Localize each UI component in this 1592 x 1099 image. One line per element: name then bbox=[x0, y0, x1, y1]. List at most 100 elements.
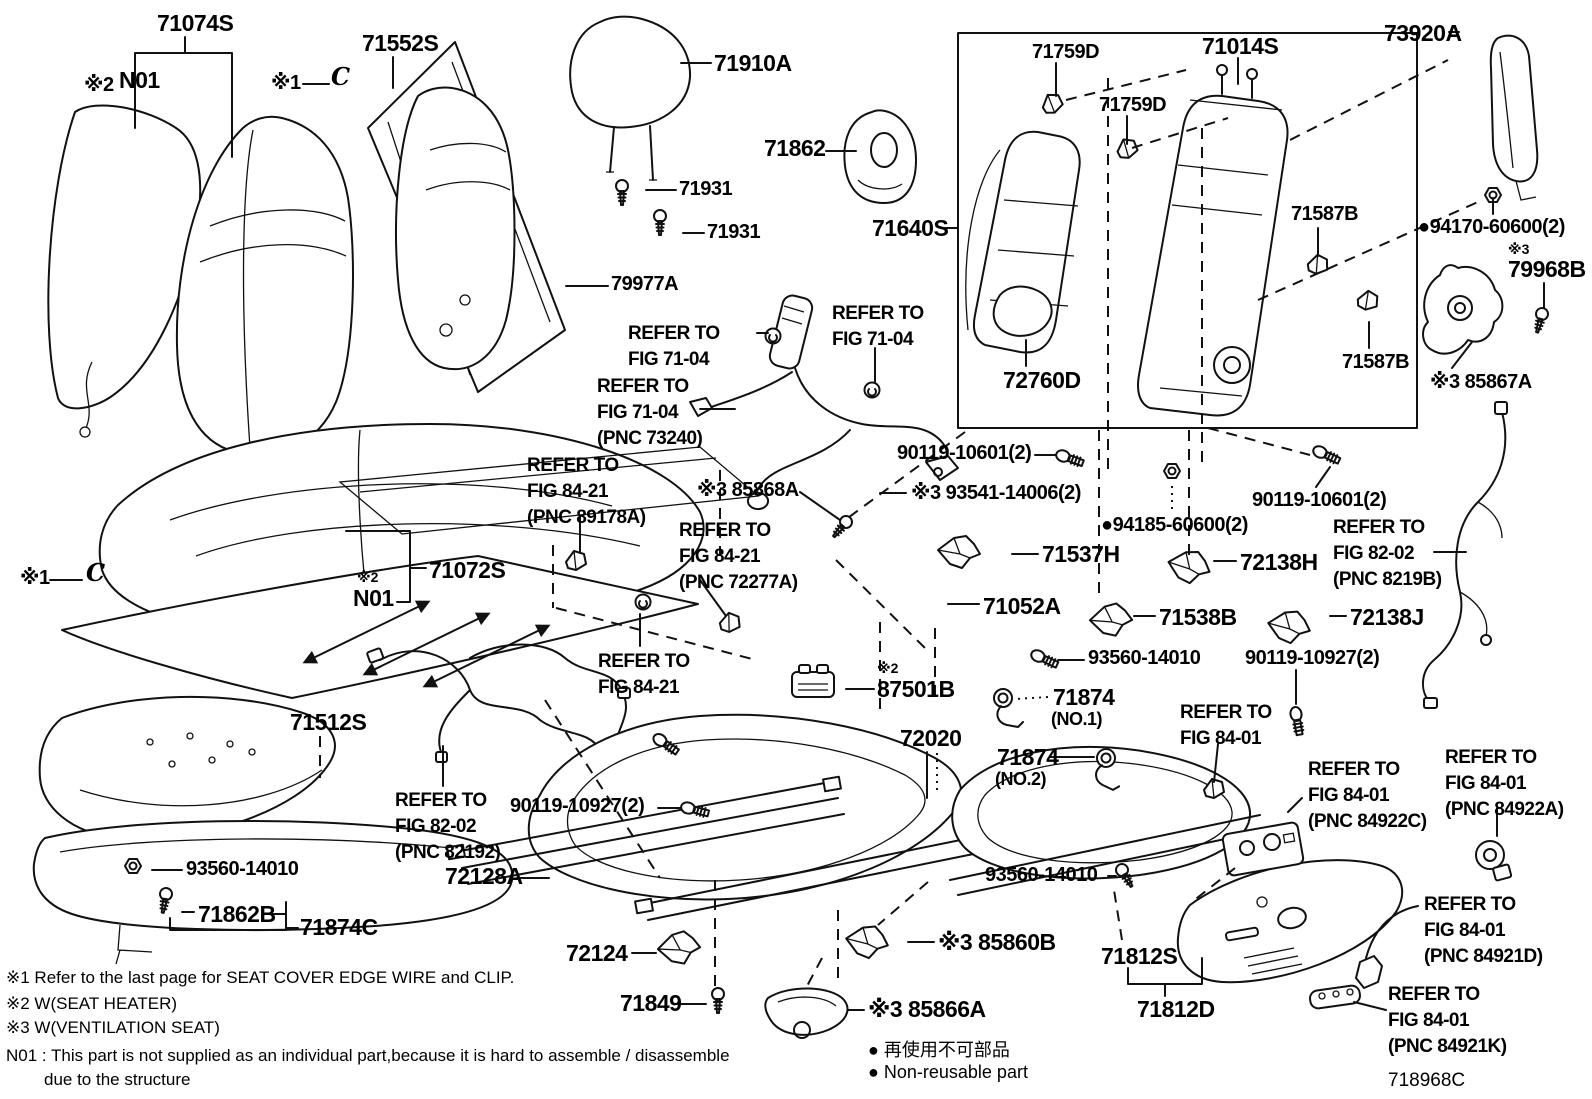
part-label-71072S: 71072S bbox=[429, 557, 506, 583]
part-label-72760D: 72760D bbox=[1003, 367, 1081, 393]
construction-lines bbox=[319, 59, 1479, 990]
heater-pad-art bbox=[61, 555, 722, 796]
part-label-REFERTOFIG8202PNC82192: REFER TO FIG 82-02 (PNC 82192) bbox=[395, 790, 501, 864]
part-label-94185606002: ●94185-60600(2) bbox=[1101, 514, 1248, 536]
part-label-71759D: 71759D bbox=[1032, 41, 1100, 63]
seat-back-cover-art bbox=[47, 104, 354, 540]
part-label-71812S: 71812S bbox=[1101, 943, 1178, 969]
part-label-NO2: (NO.2) bbox=[995, 769, 1047, 789]
part-label-71587B: 71587B bbox=[1342, 351, 1410, 373]
part-label-REFERTOFIG7104: REFER TO FIG 71-04 bbox=[832, 303, 924, 351]
part-label-C: C bbox=[331, 62, 350, 91]
part-label-9356014010: 93560-14010 bbox=[1088, 647, 1201, 669]
side-garnish-art bbox=[1489, 34, 1539, 201]
diagram-code: 718968C bbox=[1388, 1070, 1466, 1091]
part-label-90119109272: 90119-10927(2) bbox=[1245, 647, 1380, 669]
footnote-n01: N01 : This part is not supplied as an in… bbox=[6, 1046, 730, 1065]
part-label-79968B: 79968B bbox=[1508, 256, 1586, 282]
part-label-N01: N01 bbox=[353, 585, 394, 611]
part-label-385868A: ※3 85868A bbox=[697, 479, 799, 501]
part-label-385866A: ※3 85866A bbox=[868, 996, 986, 1022]
part-label-72020: 72020 bbox=[900, 725, 962, 751]
part-label-2: ※2 bbox=[877, 660, 899, 676]
part-label-385860B: ※3 85860B bbox=[938, 929, 1056, 955]
part-label-REFERTOFIG8421PNC72277A: REFER TO FIG 84-21 (PNC 72277A) bbox=[679, 520, 798, 594]
part-label-REFERTOFIG8401: REFER TO FIG 84-01 bbox=[1180, 702, 1272, 750]
part-label-71862B: 71862B bbox=[198, 901, 276, 927]
footnote-2: ※2 W(SEAT HEATER) bbox=[6, 994, 178, 1013]
part-label-71812D: 71812D bbox=[1137, 996, 1215, 1022]
part-label-71910A: 71910A bbox=[714, 50, 792, 76]
part-label-393541140062: ※3 93541-14006(2) bbox=[911, 482, 1081, 504]
part-label-90119106012: 90119-10601(2) bbox=[897, 442, 1032, 464]
part-label-REFERTOFIG8401PNC84922A: REFER TO FIG 84-01 (PNC 84922A) bbox=[1445, 747, 1564, 821]
ventilation-unit-art bbox=[1422, 264, 1504, 355]
part-label-71931: 71931 bbox=[707, 221, 761, 243]
part-label-71552S: 71552S bbox=[362, 30, 439, 56]
footnote-3: ※3 W(VENTILATION SEAT) bbox=[6, 1018, 220, 1037]
footnote-1: ※1 Refer to the last page for SEAT COVER… bbox=[6, 968, 515, 987]
mount-brackets-art bbox=[654, 535, 1313, 1039]
buckle-assy-art bbox=[689, 294, 959, 510]
part-label-REFERTOFIG7104: REFER TO FIG 71-04 bbox=[628, 323, 720, 371]
part-label-NO1: (NO.1) bbox=[1051, 709, 1103, 729]
part-label-2: ※2 bbox=[357, 569, 379, 585]
legend-non-reusable-en: ● Non-reusable part bbox=[868, 1062, 1028, 1082]
part-label-71052A: 71052A bbox=[983, 593, 1061, 619]
part-label-REFERTOFIG8401PNC84921D: REFER TO FIG 84-01 (PNC 84921D) bbox=[1424, 894, 1543, 968]
front-shield-art bbox=[32, 820, 514, 965]
right-harness-art bbox=[1422, 401, 1508, 709]
part-label-REFERTOFIG7104PNC73240: REFER TO FIG 71-04 (PNC 73240) bbox=[597, 376, 703, 450]
leader-lines bbox=[49, 31, 1545, 1011]
part-label-72128A: 72128A bbox=[445, 863, 523, 889]
part-label-385867A: ※3 85867A bbox=[1430, 371, 1532, 393]
part-label-C: C bbox=[86, 558, 105, 587]
part-label-71874: 71874 bbox=[997, 744, 1059, 770]
part-label-71759D: 71759D bbox=[1099, 94, 1167, 116]
part-label-87501B: 87501B bbox=[877, 676, 955, 702]
part-label-71862: 71862 bbox=[764, 135, 826, 161]
part-label-71074S: 71074S bbox=[157, 10, 234, 36]
cushion-pad-art bbox=[38, 695, 336, 840]
part-label-90119106012: 90119-10601(2) bbox=[1252, 489, 1387, 511]
part-label-73920A: 73920A bbox=[1384, 20, 1462, 46]
recliner-cover-art bbox=[843, 109, 917, 204]
part-label-72138H: 72138H bbox=[1240, 549, 1318, 575]
part-label-72124: 72124 bbox=[566, 940, 628, 966]
part-label-71537H: 71537H bbox=[1042, 541, 1120, 567]
part-label-9356014010: 93560-14010 bbox=[186, 858, 299, 880]
part-label-71512S: 71512S bbox=[290, 709, 367, 735]
part-label-71014S: 71014S bbox=[1202, 33, 1279, 59]
part-label-3: ※3 bbox=[1508, 241, 1530, 257]
part-label-79977A: 79977A bbox=[611, 273, 679, 295]
part-label-71538B: 71538B bbox=[1159, 604, 1237, 630]
part-label-71874C: 71874C bbox=[300, 914, 378, 940]
part-label-REFERTOFIG8401PNC84922C: REFER TO FIG 84-01 (PNC 84922C) bbox=[1308, 759, 1427, 833]
dotted-leaders bbox=[936, 486, 1173, 795]
part-label-71849: 71849 bbox=[620, 990, 682, 1016]
part-label-72138J: 72138J bbox=[1350, 604, 1424, 630]
part-label-90119109272: 90119-10927(2) bbox=[510, 795, 645, 817]
part-label-1: ※1 bbox=[271, 72, 301, 94]
part-label-71587B: 71587B bbox=[1291, 203, 1359, 225]
seat-adjuster-art bbox=[446, 713, 1269, 921]
seat-back-board-art bbox=[367, 41, 566, 393]
seat-back-frame-box bbox=[957, 32, 1418, 429]
legend-non-reusable-jp: ● 再使用不可部品 bbox=[868, 1040, 1010, 1060]
part-label-71640S: 71640S bbox=[872, 215, 949, 241]
part-label-1: ※1 bbox=[20, 567, 50, 589]
part-label-REFERTOFIG8421PNC89178A: REFER TO FIG 84-21 (PNC 89178A) bbox=[527, 455, 646, 529]
footnote-n01-cont: due to the structure bbox=[44, 1070, 191, 1089]
headrest-art bbox=[569, 15, 692, 181]
part-label-REFERTOFIG8401PNC84921K: REFER TO FIG 84-01 (PNC 84921K) bbox=[1388, 984, 1507, 1058]
part-label-71931: 71931 bbox=[679, 178, 733, 200]
part-label-71874: 71874 bbox=[1053, 684, 1115, 710]
part-label-N01: N01 bbox=[119, 67, 160, 93]
part-label-REFERTOFIG8421: REFER TO FIG 84-21 bbox=[598, 651, 690, 699]
part-label-2: ※2 bbox=[84, 74, 114, 96]
part-label-9356014010: 93560-14010 bbox=[985, 864, 1098, 886]
part-label-94170606002: ●94170-60600(2) bbox=[1418, 216, 1565, 238]
